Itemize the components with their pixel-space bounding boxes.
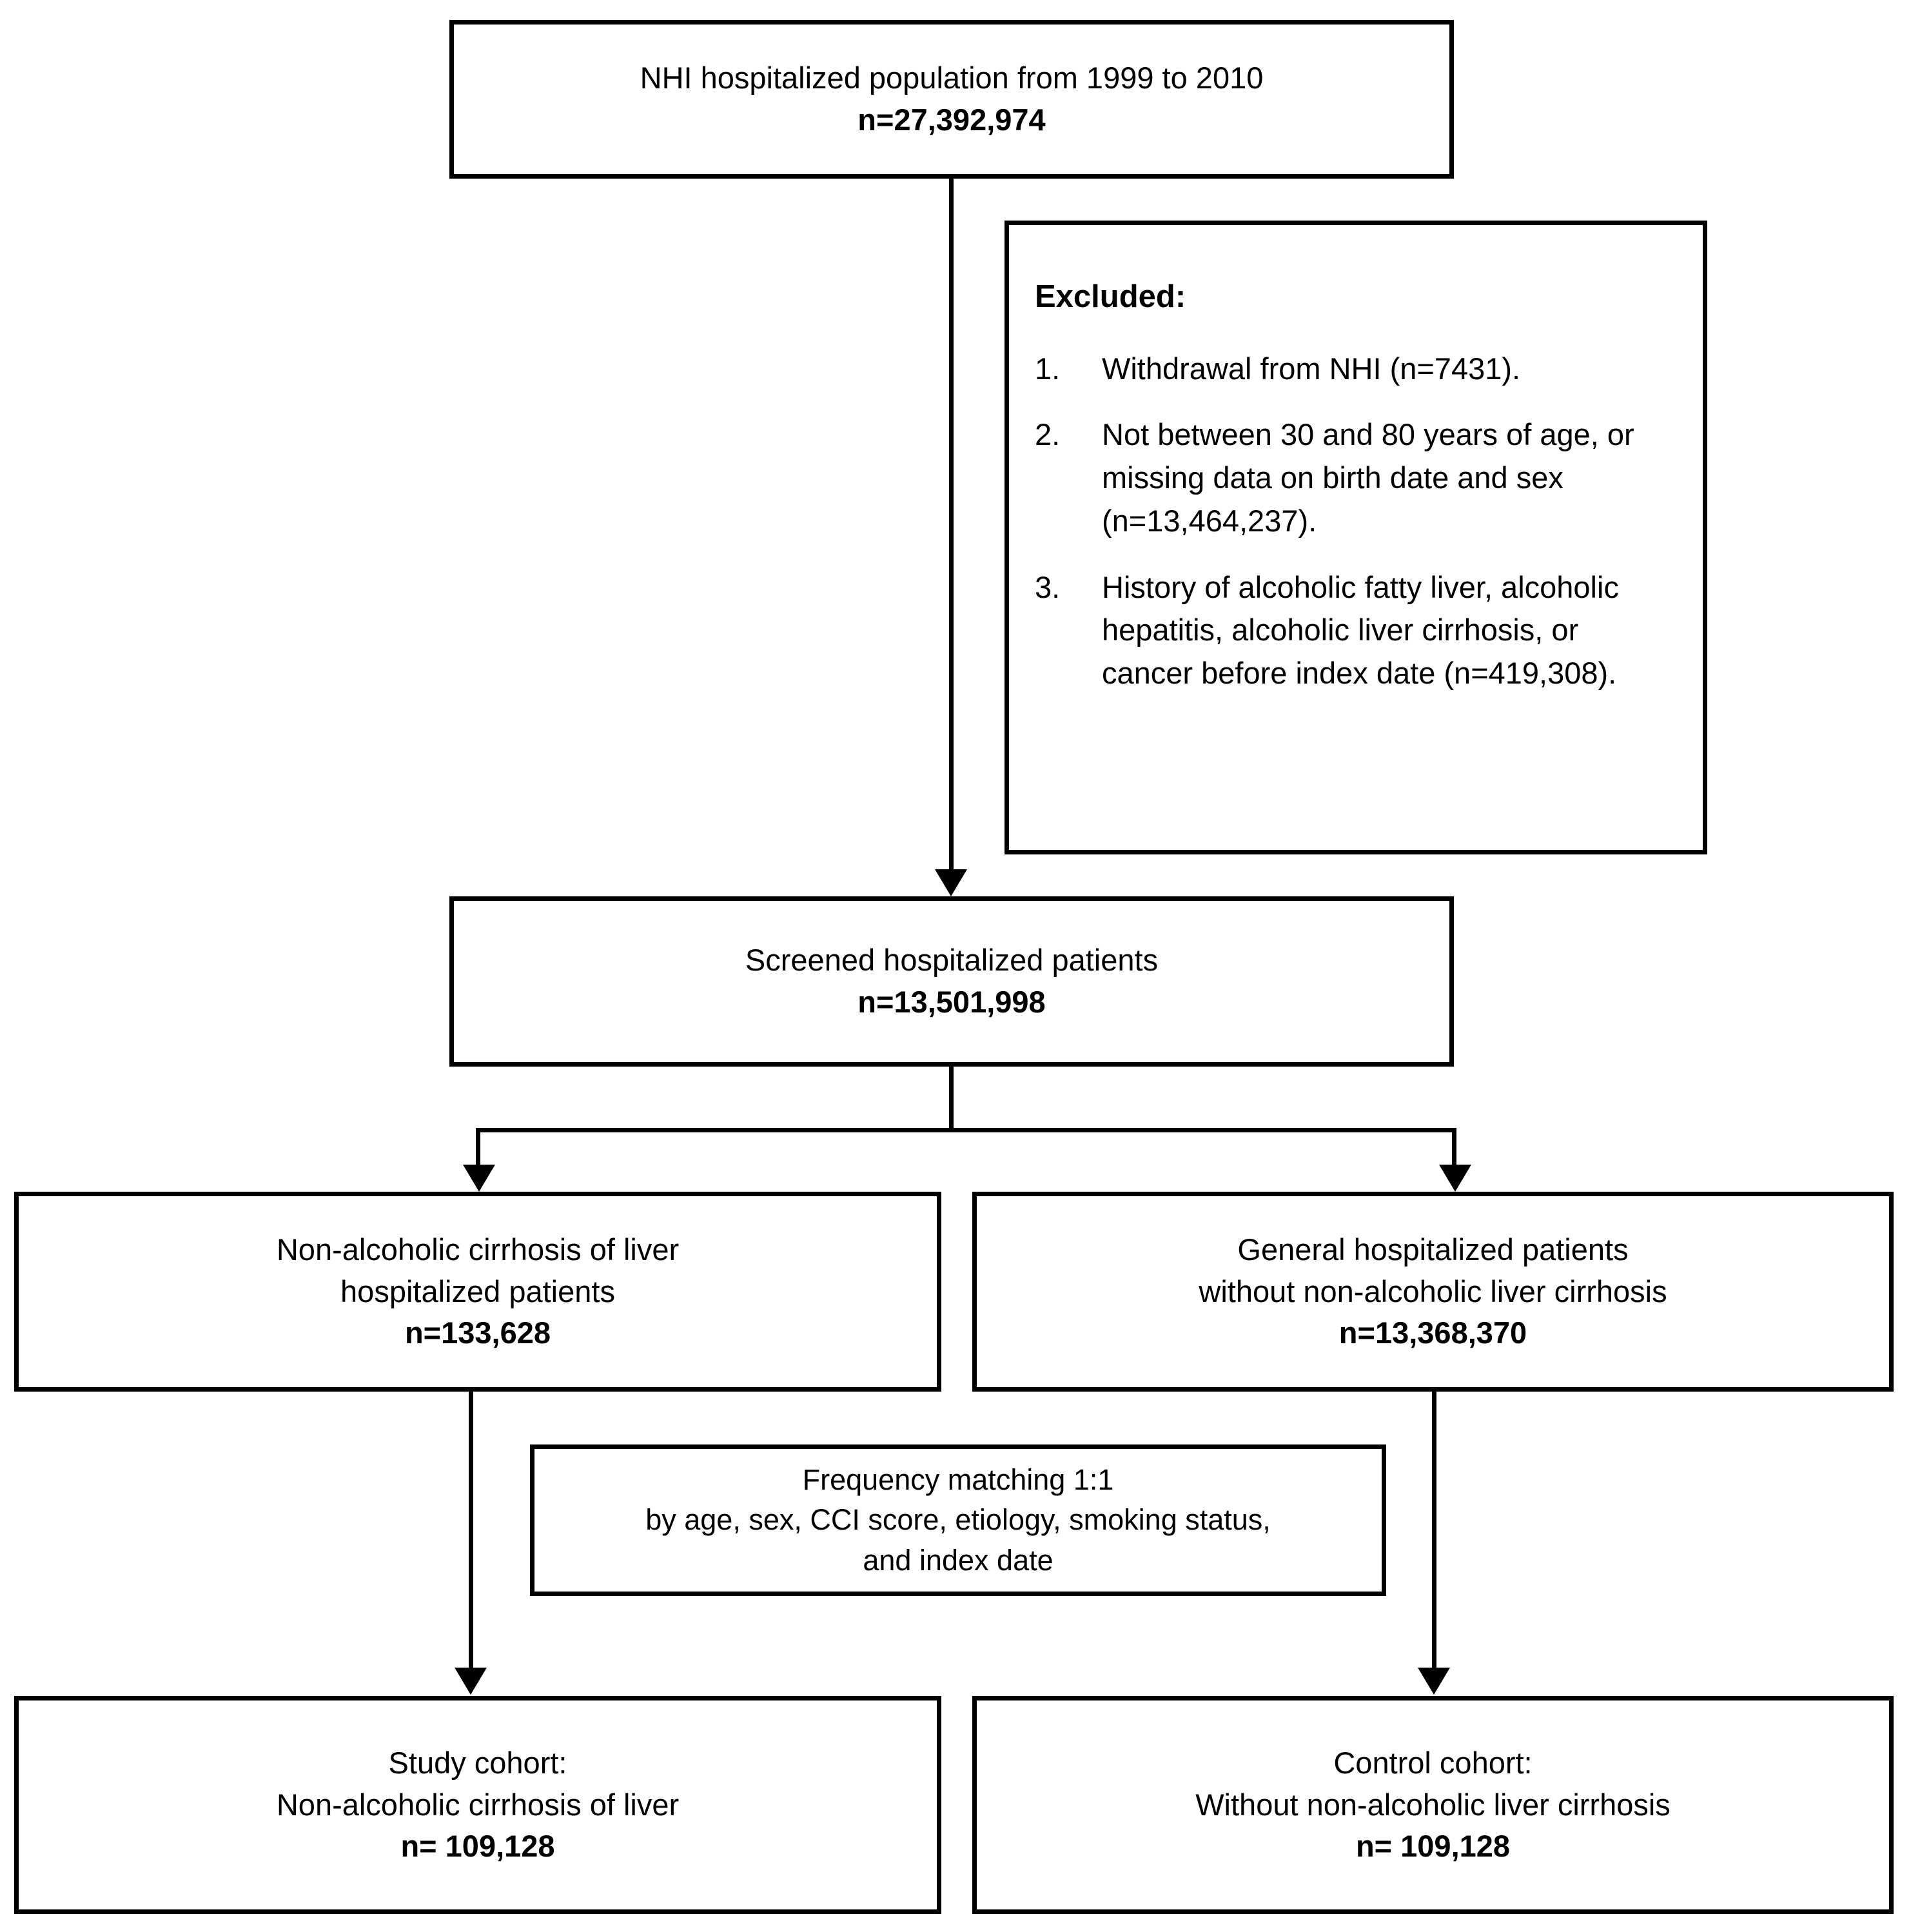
box-case-count: n=133,628 [404,1316,551,1350]
box-matching-line2: by age, sex, CCI score, etiology, smokin… [645,1503,1271,1537]
box-general-group: General hospitalized patients without no… [972,1192,1894,1392]
box-control-line2: Without non-alcoholic liver cirrhosis [1195,1787,1671,1822]
connector-split-right-drop [1452,1128,1456,1168]
box-general-count: n=13,368,370 [1338,1316,1527,1350]
connector-split-right-arrow-icon [1439,1165,1471,1192]
box-general-line2: without non-alcoholic liver cirrhosis [1199,1274,1667,1308]
box-study-cohort: Study cohort: Non-alcoholic cirrhosis of… [14,1696,941,1914]
exclusion-item-2: 2. Not between 30 and 80 years of age, o… [1035,413,1673,542]
exclusion-item-2-number: 2. [1035,417,1061,452]
connector-source-to-screened-line [949,179,954,872]
box-screened-line1: Screened hospitalized patients [745,943,1159,978]
exclusion-item-1-text: Withdrawal from NHI (n=7431). [1102,351,1521,386]
box-control-cohort: Control cohort: Without non-alcoholic li… [972,1696,1894,1914]
box-study-line2: Non-alcoholic cirrhosis of liver [276,1787,680,1822]
box-source-line1: NHI hospitalized population from 1999 to… [640,61,1264,95]
box-frequency-matching: Frequency matching 1:1 by age, sex, CCI … [530,1444,1386,1596]
box-case-group: Non-alcoholic cirrhosis of liver hospita… [14,1192,941,1392]
box-source-population: NHI hospitalized population from 1999 to… [449,20,1454,179]
connector-general-to-control-arrow-icon [1418,1668,1450,1695]
connector-split-bar [476,1128,1456,1132]
box-screened-patients: Screened hospitalized patients n=13,501,… [449,896,1454,1067]
connector-split-stem [949,1067,954,1132]
connector-case-to-study-arrow-icon [455,1668,487,1695]
box-matching-line1: Frequency matching 1:1 [802,1463,1114,1497]
exclusion-item-1: 1. Withdrawal from NHI (n=7431). [1035,348,1520,391]
box-case-line2: hospitalized patients [340,1274,615,1308]
exclusion-item-3: 3. History of alcoholic fatty liver, alc… [1035,566,1673,695]
exclusion-item-3-text: History of alcoholic fatty liver, alcoho… [1102,569,1619,691]
connector-general-to-control-line [1432,1392,1436,1669]
box-control-count: n= 109,128 [1355,1829,1511,1864]
box-screened-count: n=13,501,998 [858,985,1046,1019]
exclusion-item-2-text: Not between 30 and 80 years of age, or m… [1102,417,1634,538]
box-control-line1: Control cohort: [1333,1745,1533,1780]
box-general-line1: General hospitalized patients [1237,1232,1629,1267]
exclusion-title: Excluded: [1035,279,1186,314]
box-matching-line3: and index date [863,1543,1054,1577]
box-study-count: n= 109,128 [400,1829,555,1864]
exclusion-item-1-number: 1. [1035,351,1061,386]
box-exclusion-criteria: Excluded: 1. Withdrawal from NHI (n=7431… [1004,221,1707,854]
box-case-line1: Non-alcoholic cirrhosis of liver [276,1232,680,1267]
box-source-count: n=27,392,974 [858,103,1046,137]
connector-case-to-study-line [469,1392,473,1669]
exclusion-item-3-number: 3. [1035,569,1061,604]
connector-source-to-screened-arrow-icon [935,869,967,896]
connector-split-left-arrow-icon [463,1165,495,1192]
box-study-line1: Study cohort: [388,1745,567,1780]
connector-split-left-drop [476,1128,480,1168]
